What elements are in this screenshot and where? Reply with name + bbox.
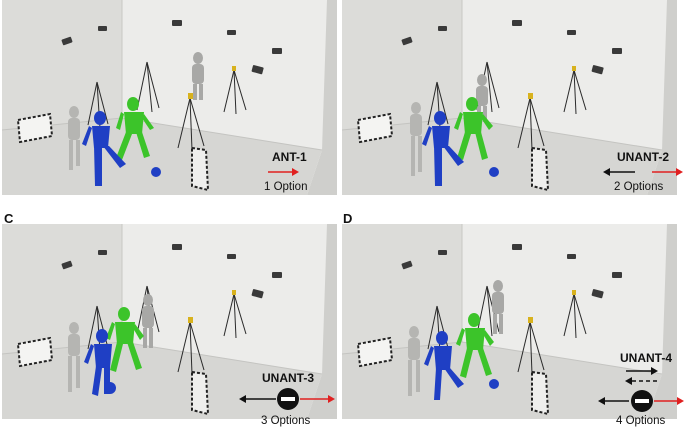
condition-title-b: UNANT-2	[617, 150, 670, 164]
figure-background-player	[142, 294, 154, 348]
figure-attacker	[422, 111, 464, 186]
figure-attacker	[82, 111, 126, 186]
stop-sign-arrows-icon	[239, 388, 335, 410]
options-label-d: 4 Options	[616, 415, 666, 427]
ball	[104, 382, 116, 394]
options-label-a: 1 Option	[264, 181, 308, 193]
options-label-b: 2 Options	[614, 181, 664, 193]
ball	[489, 167, 499, 177]
panel-letter-c: C	[4, 211, 14, 226]
ball	[489, 379, 499, 389]
condition-title-a: ANT-1	[272, 150, 307, 164]
panel-letter-d: D	[343, 211, 353, 226]
arrow-pair-icon	[603, 168, 683, 176]
scene-c	[2, 224, 337, 419]
figure-teammate	[68, 106, 80, 170]
arrow-right-icon	[268, 168, 299, 176]
figure-defender	[456, 313, 494, 378]
scene-b	[342, 0, 677, 195]
figure-background-player	[492, 280, 504, 334]
figure-defender	[454, 97, 493, 160]
scene-d	[342, 224, 677, 419]
figure-teammate	[408, 326, 420, 396]
ball	[151, 167, 161, 177]
figure-defender	[116, 97, 154, 160]
stop-sign-arrows-icon	[598, 390, 684, 412]
figure-defender	[106, 307, 144, 372]
figure-teammate	[410, 102, 422, 176]
figure-attacker	[424, 331, 464, 400]
options-label-c: 3 Options	[261, 415, 311, 427]
double-arrow-icon	[625, 367, 658, 385]
figure-background-player	[192, 52, 204, 100]
figure-teammate	[68, 322, 80, 392]
scene-a	[2, 0, 337, 195]
condition-title-c: UNANT-3	[262, 371, 315, 385]
condition-title-d: UNANT-4	[620, 351, 673, 365]
